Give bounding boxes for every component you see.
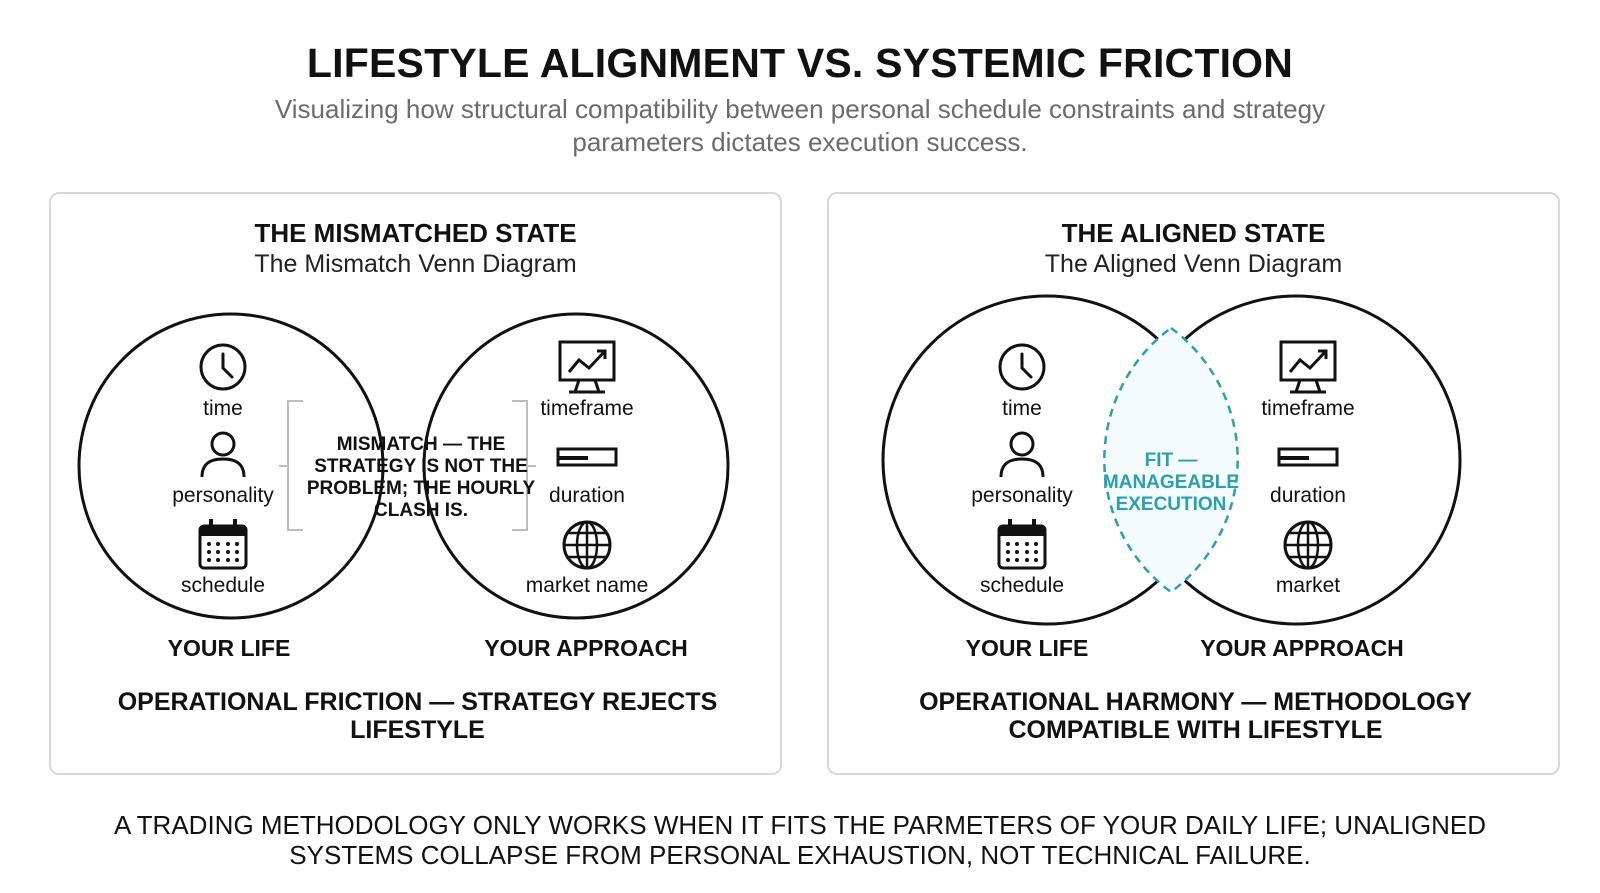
item-label-schedule: schedule xyxy=(979,574,1065,597)
overlap-region xyxy=(1103,326,1239,594)
page-footer: A TRADING METHODOLOGY ONLY WORKS WHEN IT… xyxy=(114,810,1486,870)
aligned-panel: THE ALIGNED STATE The Aligned Venn Diagr… xyxy=(827,192,1560,775)
globe-icon xyxy=(1283,520,1333,570)
item-label-market: market xyxy=(1275,574,1341,597)
item-label-market-name: market name xyxy=(525,574,649,597)
mismatch-panel: THE MISMATCHED STATE The Mismatch Venn D… xyxy=(49,192,782,775)
panel-subtitle: The Aligned Venn Diagram xyxy=(1044,250,1343,278)
panel-title: THE ALIGNED STATE xyxy=(1061,218,1326,248)
aligned-venn-diagram xyxy=(881,294,1462,626)
item-label-timeframe: timeframe xyxy=(1261,397,1355,420)
item-label-duration: duration xyxy=(549,484,625,507)
your-life-label: YOUR LIFE xyxy=(965,635,1089,661)
person-icon xyxy=(200,431,246,478)
page-title: LIFESTYLE ALIGNMENT VS. SYSTEMIC FRICTIO… xyxy=(306,40,1294,86)
your-life-circle xyxy=(77,312,385,620)
chart-monitor-icon xyxy=(558,340,616,394)
clock-icon xyxy=(998,343,1046,391)
mismatch-note: MISMATCH — THE STRATEGY IS NOT THE PROBL… xyxy=(306,434,536,521)
progress-bar-icon xyxy=(1277,447,1339,467)
item-label-schedule: schedule xyxy=(180,574,266,597)
progress-bar-icon xyxy=(556,447,618,467)
item-label-time: time xyxy=(203,397,243,420)
your-approach-label: YOUR APPROACH xyxy=(1200,635,1404,661)
panel-footer: OPERATIONAL HARMONY — METHODOLOGY COMPAT… xyxy=(919,688,1472,744)
panel-title: THE MISMATCHED STATE xyxy=(254,218,577,248)
item-label-personality: personality xyxy=(172,484,274,507)
panel-footer: OPERATIONAL FRICTION — STRATEGY REJECTS … xyxy=(117,688,718,744)
fit-note: FIT — MANAGEABLE EXECUTION xyxy=(1102,450,1240,515)
item-label-duration: duration xyxy=(1270,484,1346,507)
chart-monitor-icon xyxy=(1279,340,1337,394)
your-approach-circle xyxy=(422,312,730,620)
page-subtitle: Visualizing how structural compatibility… xyxy=(274,94,1326,157)
your-approach-label: YOUR APPROACH xyxy=(484,635,688,661)
your-life-label: YOUR LIFE xyxy=(167,635,291,661)
item-label-time: time xyxy=(1002,397,1042,420)
clock-icon xyxy=(199,343,247,391)
item-label-timeframe: timeframe xyxy=(540,397,634,420)
calendar-icon xyxy=(997,519,1047,570)
globe-icon xyxy=(562,520,612,570)
item-label-personality: personality xyxy=(971,484,1073,507)
mismatch-venn-diagram xyxy=(77,312,730,620)
person-icon xyxy=(999,431,1045,478)
panel-subtitle: The Mismatch Venn Diagram xyxy=(254,250,577,278)
calendar-icon xyxy=(198,519,248,570)
